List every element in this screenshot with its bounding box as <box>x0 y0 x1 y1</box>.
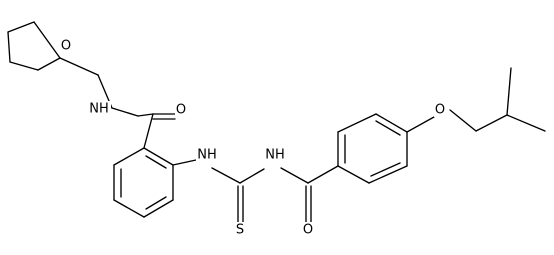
atom-labels: O NH O NH NH S O O <box>60 38 447 238</box>
ring-oxygen-label: O <box>61 39 71 54</box>
thiourea-linkage <box>172 159 309 223</box>
central-benzene-ring <box>113 147 174 218</box>
thiourea-nh-right-label: NH <box>265 148 285 163</box>
benzoyl-carbonyl <box>305 165 339 223</box>
benzoyl-oxygen-label: O <box>303 223 313 238</box>
amide-oxygen-label: O <box>176 103 186 118</box>
methylene-amide-linker <box>59 57 176 149</box>
isobutoxy-chain <box>406 67 546 133</box>
ether-oxygen-label: O <box>435 103 445 118</box>
thiourea-nh-left-label: NH <box>197 148 217 163</box>
amide-nh-label: NH <box>89 102 109 117</box>
thione-sulfur-label: S <box>236 223 244 238</box>
tetrahydrofuran-ring <box>7 21 61 71</box>
para-benzene-ring <box>337 113 408 184</box>
